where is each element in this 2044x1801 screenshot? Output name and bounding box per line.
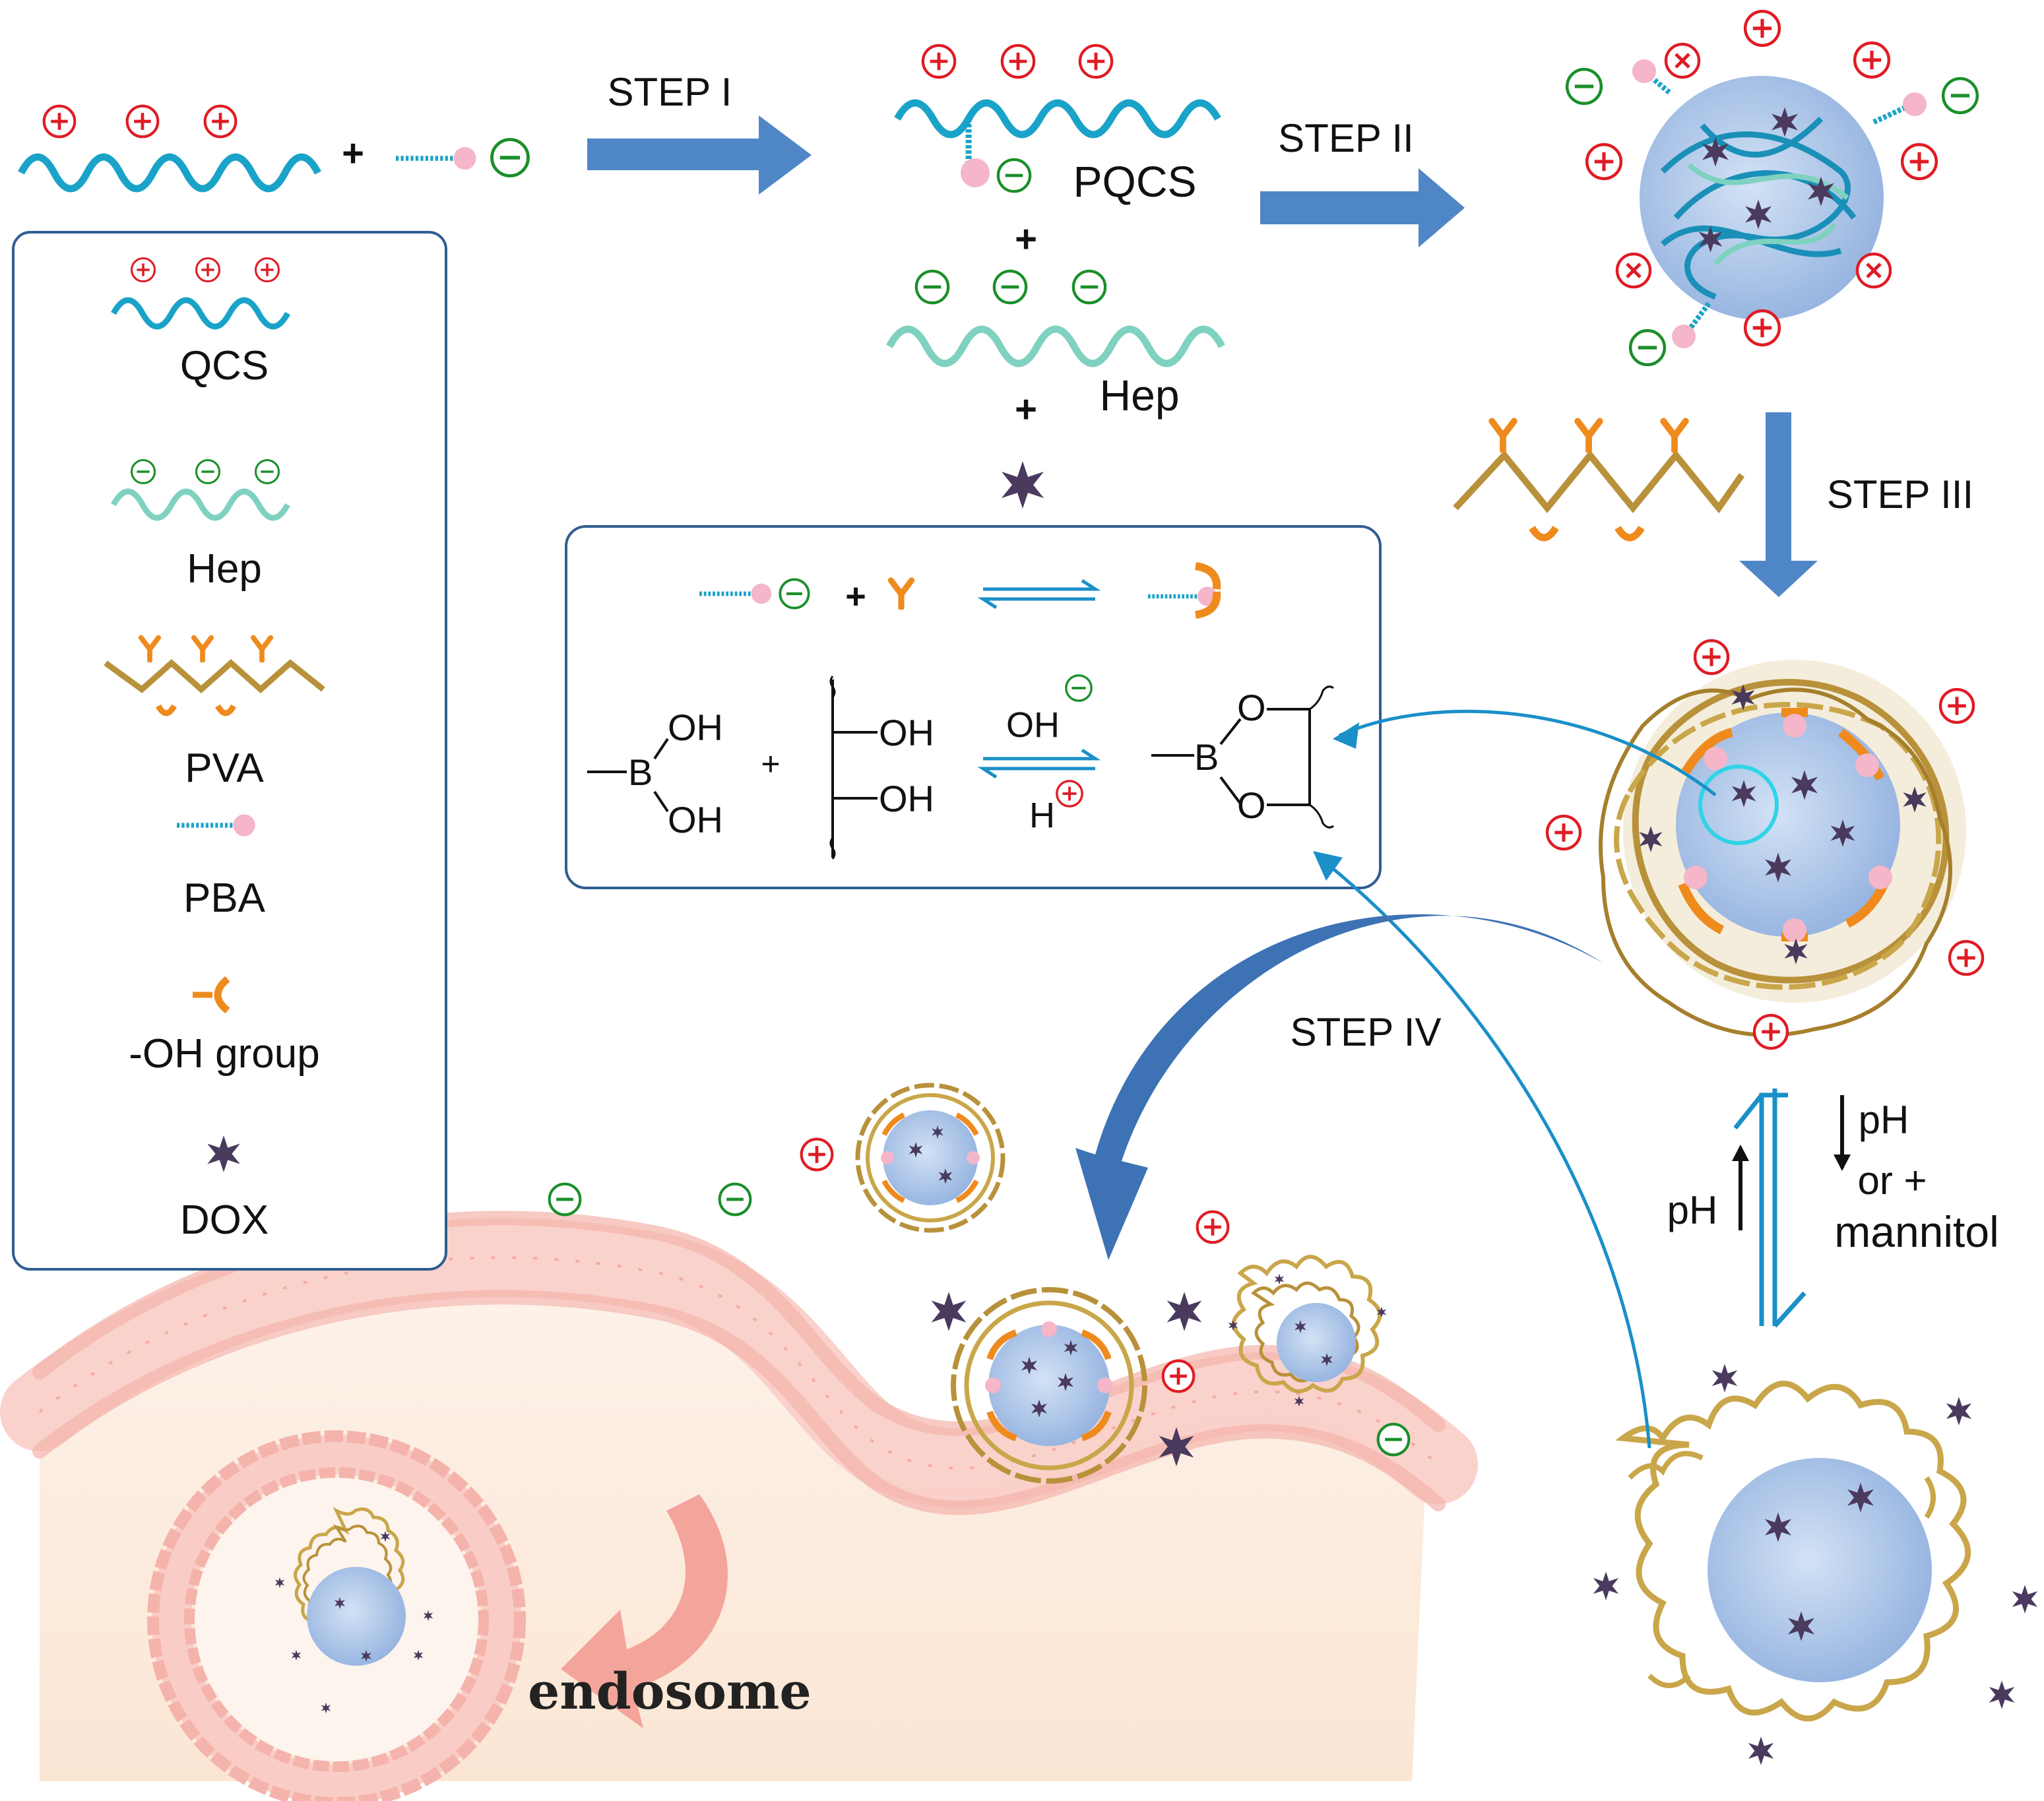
step2-arrow [1260, 168, 1465, 247]
pva-icon [104, 638, 325, 716]
negative-charge [1378, 1424, 1409, 1455]
ph-decrease-label: pH [1667, 1188, 1718, 1232]
oxygen-atom: O [1237, 687, 1266, 728]
free-dox [931, 1292, 967, 1331]
pba-reagent [396, 140, 528, 176]
step1-label: STEP I [608, 70, 732, 114]
legend: QCS Hep PVA PBA -OH group DOX [12, 231, 447, 1271]
step2-label: STEP II [1278, 116, 1414, 160]
endosome-membrane [152, 1435, 521, 1801]
negative-charge [550, 1184, 581, 1215]
proton-label: H [1029, 796, 1055, 835]
pva-coated-nanoparticle [1547, 641, 1983, 1048]
pqcs-chain [894, 46, 1221, 191]
plus-sign: + [761, 745, 780, 782]
pqcs-hep-nanoparticle [1567, 11, 1977, 365]
ph-label: pH [1859, 1098, 1909, 1142]
hydroxyl-label: OH [879, 778, 934, 819]
legend-label-hep: Hep [187, 546, 262, 592]
free-dox [1166, 1292, 1202, 1331]
hydroxyl-label: OH [668, 707, 723, 748]
plus-sign: + [1015, 388, 1037, 431]
or-plus-label: or + [1857, 1158, 1927, 1203]
pva-chain [1453, 421, 1745, 542]
qcs-icon [111, 257, 290, 330]
oxygen-atom: O [1237, 784, 1266, 826]
step3-label: STEP III [1827, 472, 1973, 517]
negative-charge [720, 1184, 751, 1215]
zoom-link-arrow [1338, 709, 1717, 796]
released-nanoparticle [1593, 1364, 2038, 1765]
legend-label-dox: DOX [180, 1197, 269, 1243]
positive-charge [802, 1139, 833, 1170]
legend-label-oh-group: -OH group [129, 1031, 319, 1077]
boron-atom: B [628, 751, 653, 793]
positive-charge [1198, 1212, 1229, 1243]
plus-sign: + [342, 132, 364, 175]
dox-reagent-icon [1002, 461, 1044, 509]
qcs-chain [18, 106, 321, 193]
legend-label-qcs: QCS [180, 343, 269, 389]
reaction-box: + B OH OH + OH OH OH H B O O [565, 525, 1382, 889]
hydroxyl-label: OH [668, 799, 723, 840]
ph-switch [1732, 1089, 1851, 1328]
hep-icon [111, 458, 290, 521]
surface-nanoparticle-top [855, 1083, 1006, 1233]
mannitol-label: mannitol [1834, 1207, 1998, 1256]
oh-group-icon [193, 976, 230, 1014]
plus-sign: + [1015, 218, 1037, 261]
reversal-link-arrow [1318, 856, 1651, 1449]
step3-arrow [1739, 412, 1818, 597]
plus-sign: + [845, 577, 866, 616]
hep-chain [886, 271, 1225, 367]
step4-arrow [1075, 914, 1603, 1260]
hep-label: Hep [1099, 371, 1179, 420]
cell-region: endosome [0, 1211, 1478, 1801]
endosome-label: endosome [528, 1662, 812, 1721]
released-surface-nanoparticle [1228, 1255, 1387, 1407]
hydroxide-label: OH [1006, 705, 1060, 745]
hydroxyl-label: OH [879, 712, 934, 753]
legend-label-pva: PVA [185, 745, 264, 791]
legend-label-pba: PBA [183, 875, 266, 921]
pqcs-label: PQCS [1073, 157, 1196, 206]
positive-charge [1163, 1361, 1194, 1392]
step4-label: STEP IV [1291, 1010, 1442, 1054]
step1-arrow [587, 115, 812, 195]
boron-atom: B [1194, 736, 1219, 778]
endosome-nanoparticle [274, 1507, 433, 1714]
internalization-arrow [561, 1494, 728, 1728]
internalizing-nanoparticle [951, 1287, 1147, 1484]
